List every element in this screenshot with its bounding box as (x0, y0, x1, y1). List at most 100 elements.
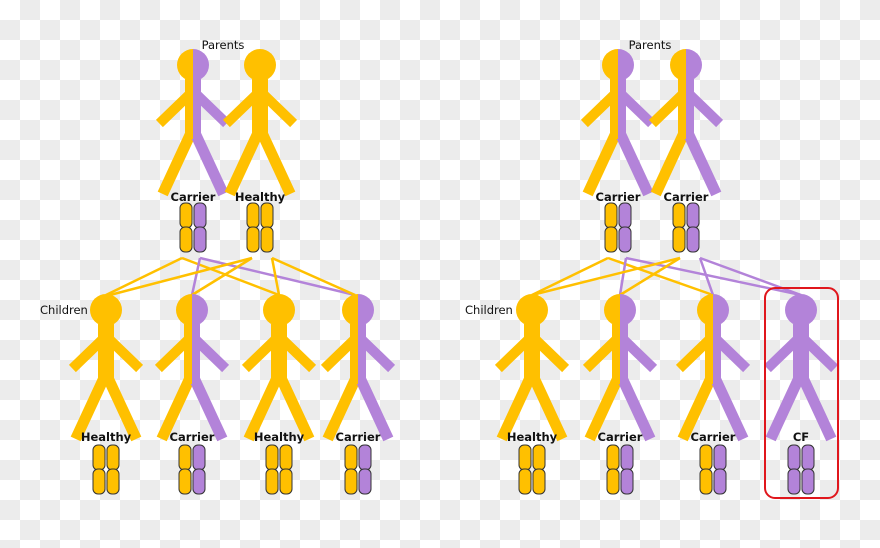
chromosome-arm (699, 444, 713, 471)
chromosome-arm (606, 468, 620, 495)
chromosome-arm (713, 468, 727, 495)
chromosome-arm (618, 202, 632, 229)
chromosome-arm (279, 468, 293, 495)
inheritance-line (698, 257, 715, 296)
chromosome-pair-icon (92, 444, 120, 495)
chromosome-arm (686, 202, 700, 229)
head-left (90, 294, 106, 326)
body-right (193, 79, 201, 139)
right-leg (274, 372, 315, 442)
body-left (271, 324, 279, 384)
chromosome-arm (620, 468, 634, 495)
inheritance-line (105, 256, 183, 297)
right-leg (615, 372, 656, 442)
chromosome-arm (801, 444, 815, 471)
chromosome-arm (358, 444, 372, 471)
chromosome-arm (193, 226, 207, 253)
left-leg (650, 127, 691, 197)
chromosome-arm (672, 202, 686, 229)
head-right (618, 49, 634, 81)
inheritance-line (270, 257, 281, 296)
person-figure-healthy (241, 294, 317, 442)
chromosome-arm (532, 468, 546, 495)
head-left (670, 49, 686, 81)
left-leg (322, 372, 363, 442)
left-leg (157, 127, 198, 197)
person-figure-healthy (494, 294, 570, 442)
parent-status-label: Carrier (664, 190, 709, 204)
right-leg (101, 372, 142, 442)
parent-status-label: Carrier (596, 190, 641, 204)
right-leg (187, 372, 228, 442)
chromosome-arm (246, 202, 260, 229)
body-right (713, 324, 721, 384)
body-left (705, 324, 713, 384)
chromosome-arm (801, 468, 815, 495)
left-leg (224, 127, 265, 197)
parent-status-label: Carrier (171, 190, 216, 204)
right-leg (527, 372, 568, 442)
head-left (342, 294, 358, 326)
head-right (620, 294, 636, 326)
person-figure-carrier (155, 49, 231, 197)
body-right (279, 324, 287, 384)
right-leg (613, 127, 654, 197)
head-right (686, 49, 702, 81)
left-leg (70, 372, 111, 442)
chromosome-arm (179, 226, 193, 253)
person-figure-carrier (648, 49, 724, 197)
inheritance-line (531, 256, 609, 297)
body-right (260, 79, 268, 139)
chromosome-pair-icon (344, 444, 372, 495)
inheritance-line (109, 256, 253, 297)
head-left (697, 294, 713, 326)
right-leg (255, 127, 296, 197)
person-figure-carrier (154, 294, 230, 442)
left-leg (584, 372, 625, 442)
head-right (358, 294, 374, 326)
child-status-label: Healthy (81, 430, 132, 444)
chromosome-arm (518, 444, 532, 471)
head-right (532, 294, 548, 326)
body-left (252, 79, 260, 139)
body-left (610, 79, 618, 139)
chromosome-arm (620, 444, 634, 471)
chromosome-arm (260, 202, 274, 229)
child-status-label: Carrier (170, 430, 215, 444)
left-leg (496, 372, 537, 442)
head-left (602, 49, 618, 81)
chromosome-pair-icon (672, 202, 700, 253)
children-label: Children (40, 303, 88, 317)
chromosome-arm (618, 226, 632, 253)
head-right (260, 49, 276, 81)
inheritance-line (191, 256, 253, 297)
person-figure-carrier (580, 49, 656, 197)
chromosome-arm (246, 226, 260, 253)
parents-label: Parents (629, 38, 672, 52)
chromosome-arm (604, 226, 618, 253)
body-left (793, 324, 801, 384)
chromosome-arm (260, 226, 274, 253)
left-leg (582, 127, 623, 197)
body-right (358, 324, 366, 384)
child-status-label: Carrier (691, 430, 736, 444)
chromosome-arm (713, 444, 727, 471)
body-left (185, 79, 193, 139)
body-right (686, 79, 694, 139)
head-right (193, 49, 209, 81)
body-right (532, 324, 540, 384)
chromosome-arm (92, 444, 106, 471)
body-right (192, 324, 200, 384)
chromosome-arm (699, 468, 713, 495)
body-left (184, 324, 192, 384)
left-leg (243, 372, 284, 442)
head-right (801, 294, 817, 326)
person-figure-cf (763, 294, 839, 442)
child-status-label: CF (793, 430, 809, 444)
chromosome-arm (265, 468, 279, 495)
right-leg (353, 372, 394, 442)
body-right (106, 324, 114, 384)
chromosome-arm (192, 468, 206, 495)
chromosome-arm (192, 444, 206, 471)
